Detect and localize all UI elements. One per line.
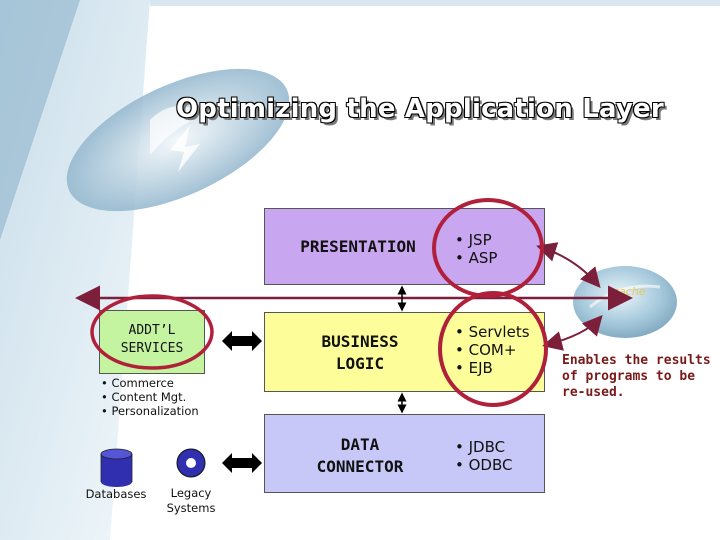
bullet-asp: ASP xyxy=(455,249,498,267)
addl-services-label: ADDT’L SERVICES xyxy=(99,322,205,358)
presentation-bullets: JSP ASP xyxy=(455,231,498,267)
data-connector-label: DATA CONNECTOR xyxy=(285,434,435,478)
addl-label-line2: SERVICES xyxy=(120,341,184,356)
highlight-circle-presentation xyxy=(432,198,544,298)
bullet-complus: COM+ xyxy=(455,341,530,359)
bullet-personalization: Personalization xyxy=(101,404,198,418)
business-logic-label: BUSINESS LOGIC xyxy=(290,331,430,375)
page-title: Optimizing the Application Layer xyxy=(176,94,664,124)
bullet-jdbc: JDBC xyxy=(455,438,512,456)
bullet-commerce: Commerce xyxy=(101,376,199,390)
bullet-jsp: JSP xyxy=(455,231,497,249)
presentation-layer-box xyxy=(264,208,545,285)
data-bullets: JDBC ODBC xyxy=(455,438,513,474)
bullet-ejb: EJB xyxy=(455,359,530,377)
presentation-label: PRESENTATION xyxy=(300,237,416,256)
note-line3: re-used. xyxy=(562,385,625,400)
business-bullets: Servlets COM+ EJB xyxy=(455,323,530,377)
database-icon xyxy=(100,448,133,487)
note-line1: Enables the results xyxy=(562,353,711,368)
business-label-line1: BUSINESS xyxy=(321,332,399,351)
legacy-label-line2: Systems xyxy=(166,501,216,515)
addl-services-bullets: Commerce Content Mgt. Personalization xyxy=(101,376,199,418)
note-line2: of programs to be xyxy=(562,369,696,384)
business-label-line2: LOGIC xyxy=(335,354,385,373)
block-arrow-services xyxy=(222,331,262,351)
legacy-system-icon xyxy=(176,448,206,478)
curve-to-business xyxy=(542,315,603,351)
databases-label: Databases xyxy=(85,487,147,501)
curve-from-presentation xyxy=(536,242,601,289)
bullet-content-mgt: Content Mgt. xyxy=(101,390,199,404)
block-arrow-data xyxy=(222,453,262,473)
bullet-odbc: ODBC xyxy=(455,456,513,474)
highlight-circle-addl-services xyxy=(90,294,214,370)
legacy-label-line1: Legacy xyxy=(170,486,212,500)
data-connector-layer-box xyxy=(264,414,545,493)
reuse-note: Enables the results of programs to be re… xyxy=(562,353,711,401)
highlight-circle-business xyxy=(438,291,548,407)
data-label-line1: DATA xyxy=(340,435,380,454)
data-label-line2: CONNECTOR xyxy=(316,457,404,476)
addl-label-line1: ADDT’L xyxy=(128,323,176,338)
legacy-systems-label: Legacy Systems xyxy=(155,486,227,516)
bullet-servlets: Servlets xyxy=(455,323,530,341)
addl-services-box xyxy=(99,310,205,374)
